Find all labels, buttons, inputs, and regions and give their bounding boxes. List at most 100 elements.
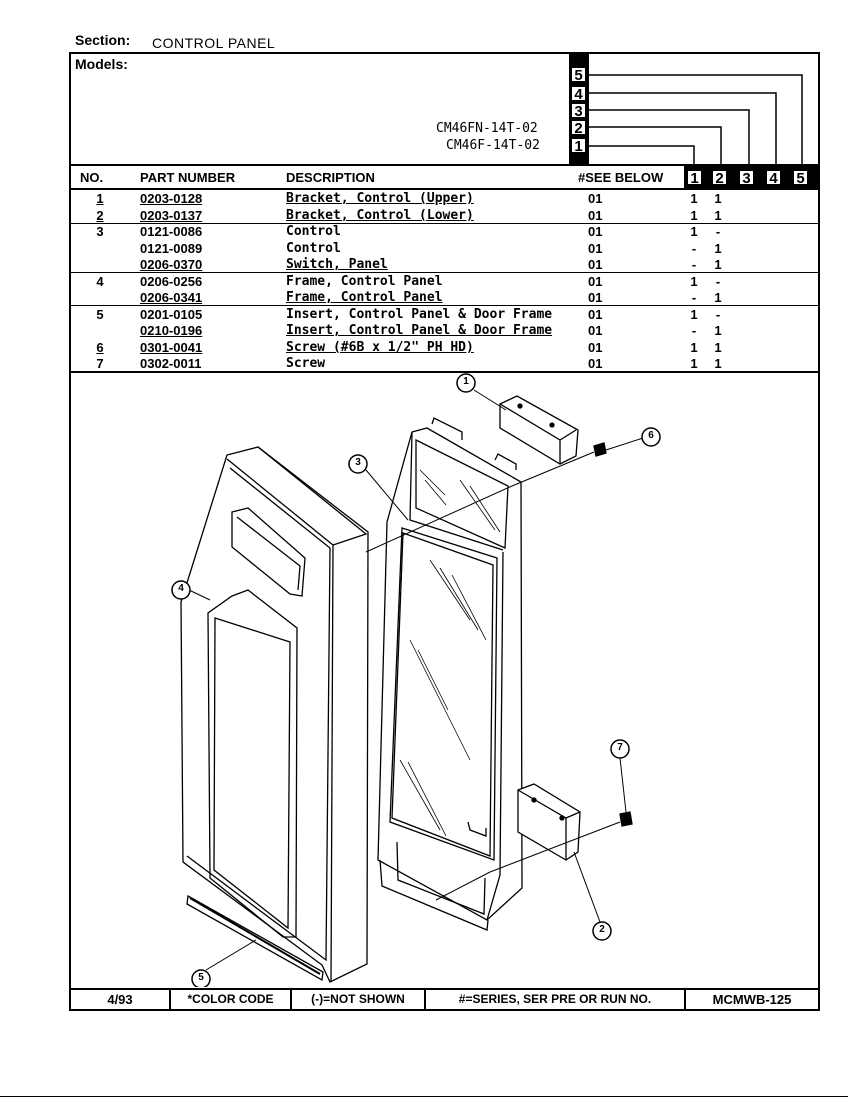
row-model-1: 1 [690,307,698,322]
callout-1 [456,373,476,393]
row-model-1: 1 [690,191,698,206]
callout-label-3: 3 [355,457,361,468]
row-model-2: 1 [714,323,722,338]
footer-divider [424,989,426,1010]
table-row: 1 0203-0128 Bracket, Control (Upper) 01 … [0,191,848,207]
row-description: Insert, Control Panel & Door Frame [286,307,553,322]
row-model-1: 1 [690,224,698,239]
row-part-number: 0206-0370 [140,257,203,272]
row-see: 01 [588,191,603,206]
table-row: 6 0301-0041 Screw (#6B x 1/2" PH HD) 01 … [0,340,848,356]
row-description: Screw [286,356,326,371]
row-see: 01 [588,307,603,322]
table-row: 5 0201-0105 Insert, Control Panel & Door… [0,307,848,323]
callout-label-4: 4 [178,583,184,594]
row-see: 01 [588,224,603,239]
footer-top-rule [69,988,820,990]
row-model-2: - [715,274,721,289]
model-name-2: CM46FN-14T-02 [436,121,538,136]
footer-divider [290,989,292,1010]
header-bottom-rule [69,188,820,190]
exploded-view-diagram [171,373,661,987]
row-description: Control [286,224,341,239]
row-see: 01 [588,274,603,289]
model-name-1: CM46F-14T-02 [446,138,540,153]
col-model-1: 1 [686,169,703,186]
row-divider [69,305,818,306]
row-see: 01 [588,323,603,338]
section-label: Section: [75,32,131,48]
callout-label-6: 6 [648,430,654,441]
page-frame [69,52,820,1011]
table-bottom-rule [69,371,820,373]
footer-divider [684,989,686,1010]
col-model-5: 5 [792,169,809,186]
table-row: 3 0121-0086 Control 01 1 - [0,224,848,240]
row-model-1: - [691,257,697,272]
row-no: 6 [96,340,104,355]
row-model-1: - [691,241,697,256]
row-no: 2 [96,208,104,223]
row-model-2: 1 [714,191,722,206]
footer-date: 4/93 [107,992,133,1007]
row-part-number: 0121-0086 [140,224,203,239]
row-model-2: 1 [714,340,722,355]
callout-label-2: 2 [599,924,605,935]
row-model-1: 1 [690,208,698,223]
model-box-2: 2 [570,119,587,136]
row-part-number: 0121-0089 [140,241,203,256]
row-part-number: 0206-0341 [140,290,203,305]
row-model-1: 1 [690,274,698,289]
callout-label-7: 7 [617,742,623,753]
model-box-5: 5 [570,66,587,83]
col-model-4: 4 [765,169,782,186]
row-model-2: 1 [714,290,722,305]
row-see: 01 [588,241,603,256]
row-part-number: 0302-0011 [140,356,202,371]
callout-label-1: 1 [463,376,469,387]
model-box-4: 4 [570,85,587,102]
row-part-number: 0201-0105 [140,307,203,322]
row-no: 1 [96,191,104,206]
screw-7 [619,811,633,827]
model-box-3: 3 [570,102,587,119]
row-no: 7 [96,356,104,371]
row-part-number: 0301-0041 [140,340,203,355]
row-description: Bracket, Control (Lower) [286,208,474,223]
col-see-below: #SEE BELOW [578,170,664,185]
row-see: 01 [588,290,603,305]
row-see: 01 [588,208,603,223]
row-description: Insert, Control Panel & Door Frame [286,323,553,338]
row-model-2: - [715,224,721,239]
table-row: 7 0302-0011 Screw 01 1 1 [0,356,848,372]
section-value: CONTROL PANEL [152,35,276,51]
row-part-number: 0203-0137 [140,208,203,223]
row-description: Screw (#6B x 1/2" PH HD) [286,340,474,355]
table-row: 4 0206-0256 Frame, Control Panel 01 1 - [0,274,848,290]
table-row: 0121-0089 Control 01 - 1 [0,241,848,257]
table-row: 0210-0196 Insert, Control Panel & Door F… [0,323,848,339]
callout-5 [191,969,211,987]
row-description: Frame, Control Panel [286,274,443,289]
row-description: Switch, Panel [286,257,388,272]
col-model-2: 2 [711,169,728,186]
col-model-3: 3 [738,169,755,186]
row-see: 01 [588,340,603,355]
row-part-number: 0203-0128 [140,191,203,206]
footer-divider [169,989,171,1010]
col-part-number: PART NUMBER [140,170,236,185]
lower-bracket [517,783,581,861]
row-model-1: - [691,323,697,338]
row-see: 01 [588,257,603,272]
footer-series: #=SERIES, SER PRE OR RUN NO. [458,992,652,1006]
control-panel-board [377,427,523,921]
row-description: Frame, Control Panel [286,290,443,305]
model-box-1: 1 [570,137,587,154]
models-label: Models: [75,56,128,72]
row-model-2: 1 [714,257,722,272]
control-panel-frame [180,446,369,983]
row-no: 5 [96,307,104,322]
upper-bracket [499,395,579,465]
page-bottom-edge [0,1096,848,1097]
row-divider [69,223,818,224]
